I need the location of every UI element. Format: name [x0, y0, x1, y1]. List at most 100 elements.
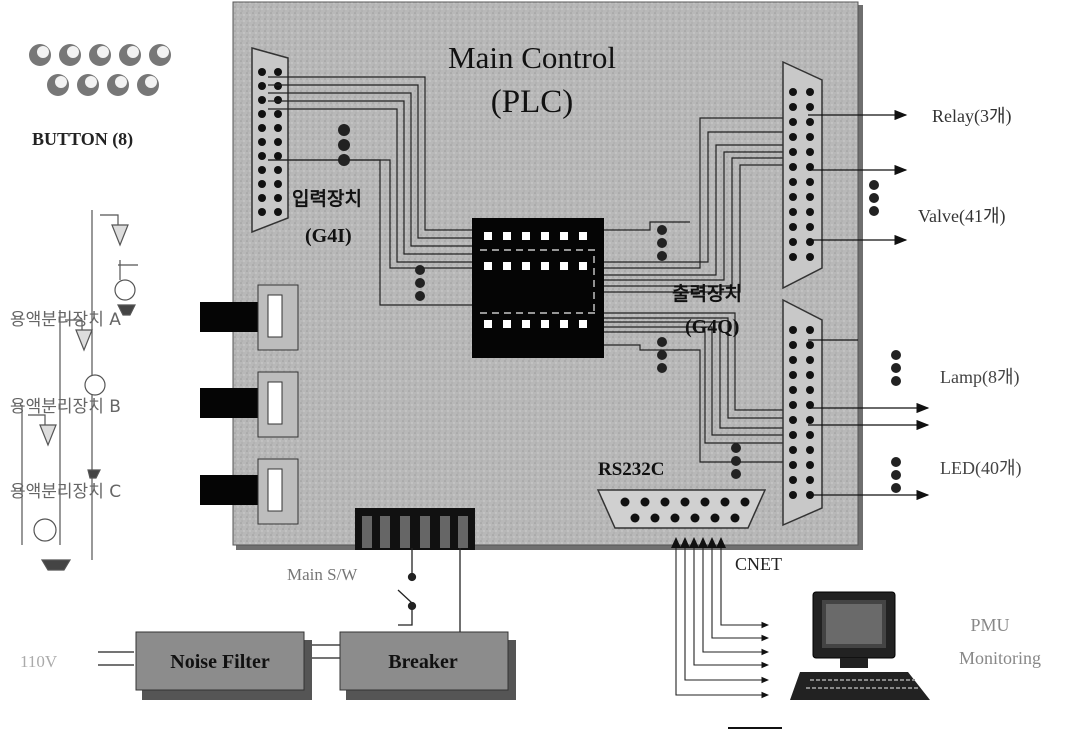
ellipsis-dot	[891, 470, 901, 480]
connector-pin	[274, 166, 282, 174]
ellipsis-dot	[869, 193, 879, 203]
main-switch-label: Main S/W	[287, 565, 358, 584]
connector-pin	[274, 152, 282, 160]
connector-pin	[789, 133, 797, 141]
connector-pin	[806, 118, 814, 126]
connector-pin	[789, 446, 797, 454]
connector-pin	[274, 110, 282, 118]
connector-pin	[806, 386, 814, 394]
rs232-pin	[630, 513, 640, 523]
connector-pin	[806, 401, 814, 409]
connector-pin	[258, 82, 266, 90]
connector-pin	[789, 238, 797, 246]
rs232-pin	[680, 497, 690, 507]
ellipsis-dot	[657, 238, 667, 248]
connector-pin	[789, 223, 797, 231]
output-arrows	[808, 109, 930, 501]
button-highlight-icon	[127, 46, 139, 58]
rs232c-port	[596, 489, 767, 529]
button-panel: BUTTON (8)	[29, 44, 171, 150]
connector-pin	[789, 386, 797, 394]
connector-pin	[274, 180, 282, 188]
ellipsis-dot	[869, 206, 879, 216]
ellipsis-dot	[891, 376, 901, 386]
connector-pin	[789, 371, 797, 379]
chip-pin	[503, 232, 511, 240]
connector-pin	[274, 194, 282, 202]
connector-pin	[806, 103, 814, 111]
button-highlight-icon	[37, 46, 49, 58]
board-title-line2: (PLC)	[491, 84, 574, 120]
connector-pin	[789, 193, 797, 201]
output-connector-lower	[782, 298, 823, 527]
connector-pin	[806, 88, 814, 96]
rs232-pin	[700, 497, 710, 507]
connector-pin	[806, 461, 814, 469]
input-unit-model: (G4I)	[305, 225, 352, 247]
ellipsis-dot	[891, 457, 901, 467]
breaker-box	[339, 631, 516, 700]
connector-pin	[806, 326, 814, 334]
plc-cpu-chip	[472, 218, 604, 358]
chip-pin	[560, 232, 568, 240]
chip-pin	[484, 320, 492, 328]
rs232c-label: RS232C	[598, 459, 665, 480]
ellipsis-dot	[731, 443, 741, 453]
connector-pin	[806, 476, 814, 484]
monitoring-pc-icon	[790, 591, 930, 700]
button-highlight-icon	[85, 76, 97, 88]
connector-pin	[274, 208, 282, 216]
connector-pin	[258, 180, 266, 188]
rs232-pin	[670, 513, 680, 523]
connector-pin	[789, 341, 797, 349]
ellipsis-dot	[415, 291, 425, 301]
connector-pin	[258, 124, 266, 132]
connector-pin	[789, 401, 797, 409]
separator-b-label: 용액분리장치 B	[10, 397, 121, 417]
output-bus-lines-upper	[604, 117, 790, 293]
connector-pin	[806, 133, 814, 141]
connector-pin	[789, 356, 797, 364]
connector-pin	[789, 208, 797, 216]
connector-pin	[274, 82, 282, 90]
ellipsis-dot	[415, 265, 425, 275]
output-unit-model: (G4Q)	[685, 316, 739, 338]
chip-pin	[522, 320, 530, 328]
rs232-pin	[650, 513, 660, 523]
breaker-label: Breaker	[388, 651, 458, 673]
output-unit-label: 출력장치	[672, 283, 742, 305]
chip-pin	[541, 262, 549, 270]
connector-pin	[806, 238, 814, 246]
chip-pin	[522, 262, 530, 270]
ellipsis-dot	[338, 124, 350, 136]
connector-pin	[806, 178, 814, 186]
connector-pin	[789, 253, 797, 261]
cnet-wiring	[675, 540, 770, 699]
connector-pin	[258, 68, 266, 76]
connector-pin	[789, 118, 797, 126]
ellipsis-dot	[657, 337, 667, 347]
noise-filter-label: Noise Filter	[170, 651, 270, 673]
rs232-pin	[690, 513, 700, 523]
connector-pin	[258, 166, 266, 174]
button-panel-label: BUTTON (8)	[32, 129, 133, 150]
ellipsis-dot	[891, 363, 901, 373]
connector-pin	[789, 431, 797, 439]
connector-pin	[789, 461, 797, 469]
input-bus-lines	[268, 76, 475, 306]
connector-pin	[274, 138, 282, 146]
chip-pin	[579, 232, 587, 240]
connector-pin	[789, 326, 797, 334]
connector-pin	[258, 138, 266, 146]
button-highlight-icon	[55, 76, 67, 88]
connector-pin	[806, 431, 814, 439]
connector-pin	[258, 194, 266, 202]
connector-pin	[274, 68, 282, 76]
connector-pin	[806, 253, 814, 261]
led-label: LED(40개)	[940, 458, 1022, 479]
connector-pin	[806, 416, 814, 424]
rs232-pin	[640, 497, 650, 507]
button-highlight-icon	[145, 76, 157, 88]
connector-pin	[789, 88, 797, 96]
